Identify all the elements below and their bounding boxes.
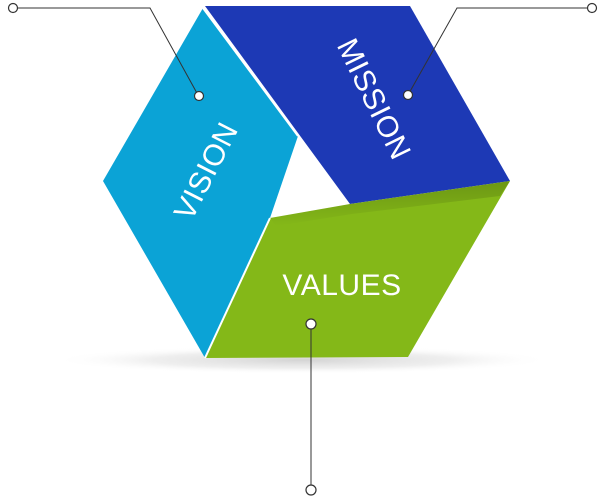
vision-segment — [103, 8, 298, 358]
values-connector-start-marker — [305, 318, 317, 330]
vision-connector-line — [16, 7, 199, 96]
values-label: VALUES — [282, 269, 401, 302]
values-connector-end-marker — [305, 484, 317, 496]
values-segment — [205, 181, 510, 358]
mission-segment — [205, 6, 510, 204]
vision-connector-start-marker — [7, 2, 19, 14]
vision-mission-fold — [202, 7, 299, 137]
vision-values-fold — [204, 217, 271, 359]
values-fold-shade — [270, 181, 510, 226]
mission-connector-line — [407, 7, 590, 96]
ground-shadow — [52, 346, 552, 374]
mission-connector-start-marker — [586, 2, 598, 14]
mission-connector-end-marker — [402, 89, 414, 101]
vision-connector-end-marker — [193, 90, 205, 102]
